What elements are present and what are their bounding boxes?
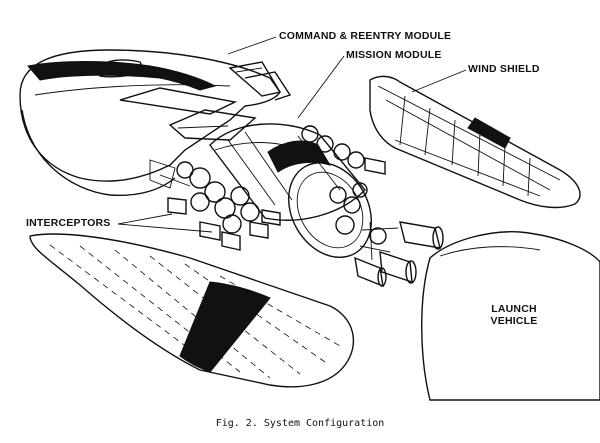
launch-vehicle-label-line1: LAUNCH [491, 303, 537, 315]
mission-module-label: MISSION MODULE [346, 49, 442, 61]
wind-shield-drawing [369, 75, 581, 209]
wind-shield-label: WIND SHIELD [468, 63, 540, 75]
command-module-label: COMMAND & REENTRY MODULE [279, 30, 452, 42]
command-reentry-module-drawing [19, 49, 292, 197]
leader-lines [117, 36, 467, 233]
mission-module-drawing [149, 123, 444, 288]
interceptors-label: INTERCEPTORS [26, 217, 111, 229]
lower-fairing-drawing [29, 233, 355, 388]
launch-vehicle-drawing [421, 231, 600, 401]
launch-vehicle-label-line2: VEHICLE [490, 315, 538, 327]
figure-caption: Fig. 2. System Configuration [215, 418, 385, 429]
launch-vehicle-label: LAUNCH VEHICLE [484, 303, 544, 327]
